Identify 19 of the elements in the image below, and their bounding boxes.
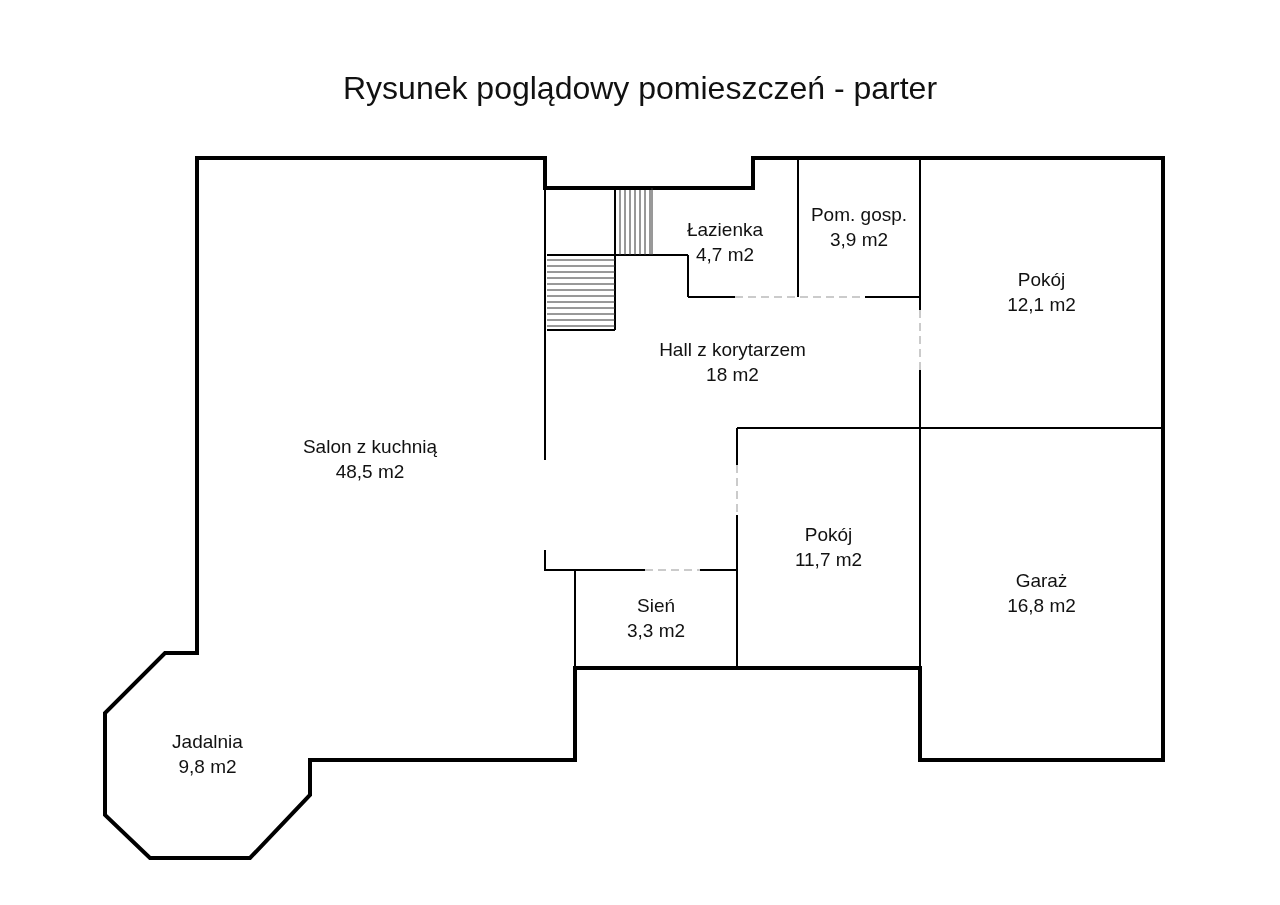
room-name: Salon z kuchnią: [302, 435, 438, 460]
room-name: Jadalnia: [172, 730, 243, 755]
plan-title: Rysunek poglądowy pomieszczeń - parter: [341, 70, 939, 107]
room-name: Pokój: [804, 523, 853, 548]
room-area: 11,7 m2: [794, 548, 863, 573]
room-name: Hall z korytarzem: [659, 337, 806, 362]
room-area: 12,1 m2: [1007, 293, 1076, 318]
room-area: 16,8 m2: [1007, 594, 1076, 619]
room-area: 18 m2: [706, 362, 759, 388]
room-area: 3,9 m2: [829, 227, 889, 253]
room-area: 3,3 m2: [626, 619, 686, 644]
room-name: Łazienka: [686, 217, 764, 242]
room-name: Garaż: [1015, 569, 1068, 594]
room-name: Sień: [637, 594, 675, 619]
room-area: 9,8 m2: [178, 755, 237, 780]
room-name: Pom. gosp.: [810, 202, 908, 227]
room-area: 4,7 m2: [695, 242, 755, 268]
room-name: Pokój: [1017, 268, 1066, 293]
room-area: 48,5 m2: [335, 460, 405, 485]
